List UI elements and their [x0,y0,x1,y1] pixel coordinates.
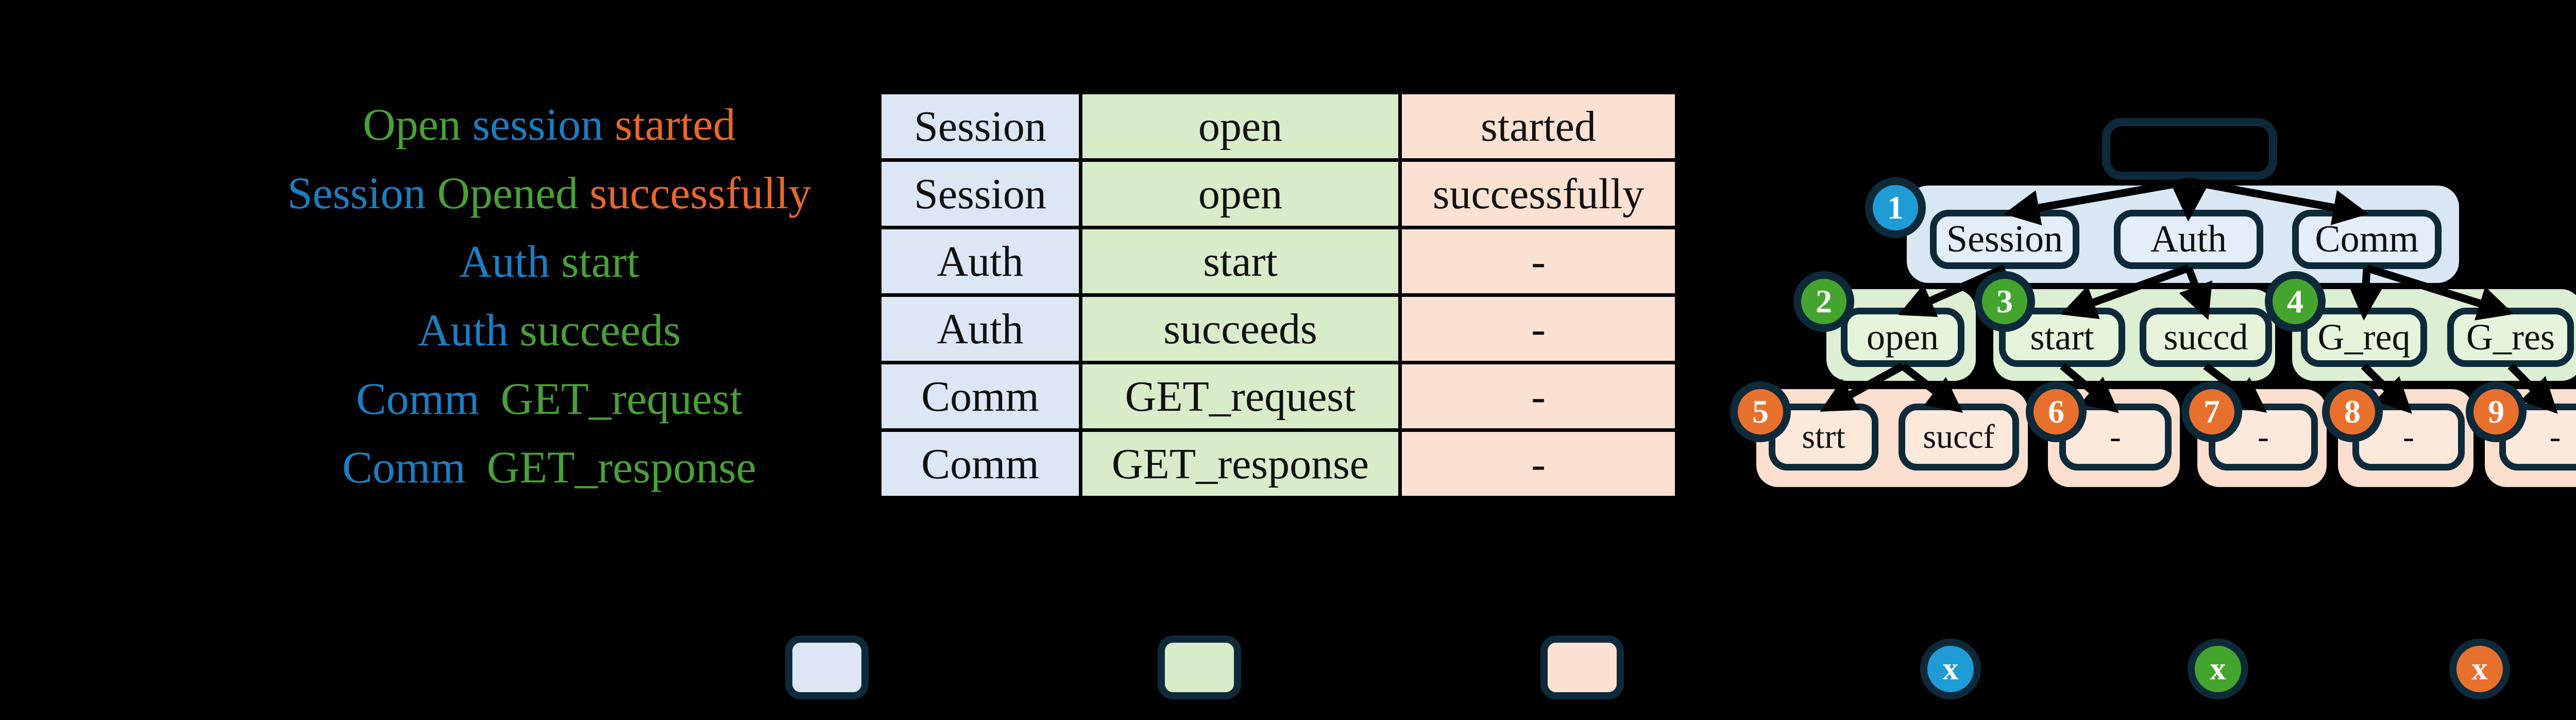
tree-node-open: open [1841,308,1964,367]
badge-number: 1 [1887,189,1904,226]
tree-node-comm: Comm [2292,210,2442,269]
peach-template-swatch [1540,635,1624,699]
badge-number: 2 [1816,283,1832,320]
tree-node-dash-8: - [2352,404,2465,471]
tree-badge-1: 1 [1865,177,1926,238]
tree-root-node [2102,118,2277,180]
badge-number: 8 [2344,393,2361,430]
blue-template-swatch [785,635,869,699]
log-word: GET_request [500,374,742,424]
log-word: succeeds [519,306,681,356]
tree-badge-6: 6 [2026,381,2087,442]
log-word: Session [287,169,426,219]
tree-badge-2: 2 [1793,271,1854,332]
tree-badge-3: 3 [1974,271,2035,332]
badge-number: 9 [2488,393,2504,430]
table-cell: open [1082,94,1398,158]
orange-x-marker: x [2449,639,2510,699]
table-cell: - [1402,364,1675,428]
tree-badge-5: 5 [1730,381,1791,442]
tree-badge-9: 9 [2466,381,2527,442]
badge-number: 5 [1752,393,1769,430]
tree-node-auth: Auth [2114,210,2263,269]
table-cell: GET_response [1082,432,1398,496]
tree-node-g-res: G_res [2447,308,2574,367]
table-cell: Session [882,162,1079,226]
log-word: successfully [589,169,811,219]
table-cell: Comm [882,432,1079,496]
table-cell: - [1402,432,1675,496]
tree-node-session: Session [1930,210,2079,269]
x-icon: x [1942,651,1959,686]
tree-badge-7: 7 [2181,381,2242,442]
log-line: Comm GET_response [266,433,833,502]
log-line: Comm GET_request [266,365,833,433]
parsed-log-table: Session open started Session open succes… [878,91,1679,499]
green-x-marker: x [2188,639,2248,699]
log-word: GET_response [486,443,756,493]
x-icon: x [2471,651,2488,686]
log-word: Auth [417,306,509,356]
log-word: Comm [342,443,466,493]
badge-number: 3 [1996,283,2013,320]
badge-number: 6 [2048,393,2064,430]
badge-number: 4 [2287,283,2303,320]
log-word: Open [363,100,461,150]
table-cell: successfully [1402,162,1675,226]
table-cell: Auth [882,229,1079,293]
log-word: Auth [459,237,550,287]
tree-badge-8: 8 [2322,381,2383,442]
log-word: Opened [437,169,579,219]
x-icon: x [2210,651,2226,686]
badge-number: 7 [2204,393,2220,430]
blue-x-marker: x [1920,639,1981,699]
table-cell: Comm [882,364,1079,428]
table-cell: succeeds [1082,297,1398,361]
log-word: Comm [356,374,480,424]
green-template-swatch [1158,635,1241,699]
table-cell: - [1402,229,1675,293]
log-word: start [561,237,639,287]
table-cell: open [1082,162,1398,226]
table-cell: GET_request [1082,364,1398,428]
table-cell: started [1402,94,1675,158]
log-word: session [472,100,604,150]
tree-node-succf: succf [1899,404,2019,471]
tree-badge-4: 4 [2265,271,2326,332]
log-word: started [615,100,736,150]
table-cell: Session [882,94,1079,158]
table-cell: - [1402,297,1675,361]
table-cell: start [1082,229,1398,293]
tree-node-succd: succd [2140,308,2272,367]
table-cell: Auth [882,297,1079,361]
